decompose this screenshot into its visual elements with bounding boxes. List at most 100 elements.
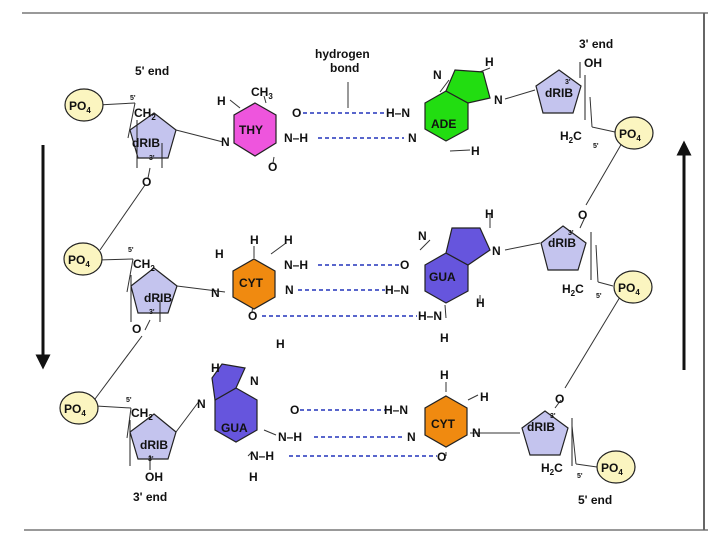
svg-text:H–N: H–N [384, 403, 408, 417]
sugar-label: dRIB [140, 438, 168, 452]
base-label-ade: ADE [431, 117, 456, 131]
base-label-cyt: CYT [239, 276, 264, 290]
svg-text:H: H [471, 144, 480, 158]
svg-text:N: N [408, 131, 417, 145]
svg-text:H: H [440, 331, 449, 345]
bond-label: bond [330, 61, 359, 75]
hydrogen-bonds [262, 112, 437, 457]
phosphate-3: PO4 [59, 391, 99, 425]
svg-text:PO4: PO4 [64, 402, 86, 418]
sugar-6: dRIB 3' [521, 410, 573, 466]
hydrogen-bond-label: hydrogen bond [315, 47, 370, 75]
sugar-2: dRIB 3' [130, 267, 178, 322]
sugar-3prime-label: 3' [149, 309, 155, 316]
svg-text:H–N: H–N [418, 309, 442, 323]
sugar-4: dRIB 3' [535, 62, 586, 120]
base-cytosine-1: CYT [232, 258, 276, 310]
svg-text:CH2: CH2 [131, 406, 153, 422]
svg-text:PO4: PO4 [69, 99, 91, 115]
svg-text:O: O [400, 258, 409, 272]
base-guanine-2: GUA [211, 363, 258, 443]
sugar-3prime-label: 3' [148, 456, 154, 463]
svg-text:N: N [472, 426, 481, 440]
frame [22, 12, 708, 531]
svg-text:H: H [480, 390, 489, 404]
sugar-phosphate-backbone [94, 96, 623, 468]
svg-text:O: O [437, 450, 446, 464]
svg-text:N–H: N–H [284, 131, 308, 145]
svg-text:H–N: H–N [386, 106, 410, 120]
phosphate-4: PO4 [614, 116, 654, 150]
sugar-3prime-label: 3' [149, 155, 155, 162]
svg-text:H: H [476, 296, 485, 310]
svg-text:N: N [285, 283, 294, 297]
svg-text:5': 5' [593, 143, 599, 150]
svg-text:H: H [284, 233, 293, 247]
svg-text:5': 5' [128, 247, 134, 254]
svg-text:O: O [268, 160, 277, 174]
svg-text:5': 5' [130, 95, 136, 102]
svg-text:N–H: N–H [284, 258, 308, 272]
svg-text:H: H [276, 337, 285, 351]
sugar-label: dRIB [548, 236, 576, 250]
svg-text:CH3: CH3 [251, 85, 273, 101]
sugar-1: dRIB 3' [129, 112, 177, 168]
deoxyribose-sugars: dRIB 3' dRIB 3' dRIB 3' dRIB 3' dRI [129, 62, 592, 470]
svg-text:N: N [492, 244, 501, 258]
svg-text:H2C: H2C [560, 129, 582, 145]
svg-text:H: H [485, 207, 494, 221]
base-label-cyt: CYT [431, 417, 456, 431]
svg-text:N–H: N–H [278, 430, 302, 444]
five-prime-end-label-top-left: 5' end [135, 64, 169, 78]
sugar-label: dRIB [144, 291, 172, 305]
svg-text:PO4: PO4 [618, 281, 640, 297]
svg-text:PO4: PO4 [68, 253, 90, 269]
base-cytosine-2: CYT [424, 395, 468, 448]
svg-text:H: H [217, 94, 226, 108]
svg-text:N: N [494, 93, 503, 107]
svg-text:O: O [578, 208, 587, 222]
phosphate-1: PO4 [64, 88, 104, 122]
svg-text:N–H: N–H [250, 449, 274, 463]
svg-text:O: O [132, 322, 141, 336]
end-labels: 5' end 3' end 3' end 5' end [133, 37, 613, 507]
svg-text:CH2: CH2 [134, 106, 156, 122]
svg-text:5': 5' [577, 473, 583, 480]
phosphate-2: PO4 [63, 242, 103, 276]
svg-text:CH2: CH2 [133, 257, 155, 273]
sugar-3prime-label: 3' [568, 230, 574, 237]
svg-text:N: N [433, 68, 442, 82]
atom-labels: O O O O OH OH H CH3 O N N–H O H–N N H N … [132, 55, 602, 484]
svg-text:PO4: PO4 [601, 461, 623, 477]
phosphate-6: PO4 [596, 450, 636, 484]
svg-text:O: O [292, 106, 301, 120]
glycosidic-bonds [175, 89, 541, 434]
three-prime-end-label-bottom-left: 3' end [133, 490, 167, 504]
sugar-label: dRIB [132, 136, 160, 150]
svg-text:PO4: PO4 [619, 127, 641, 143]
svg-text:N: N [250, 374, 259, 388]
sugar-3prime-label: 3' [550, 413, 556, 420]
svg-text:N: N [197, 397, 206, 411]
svg-text:O: O [290, 403, 299, 417]
svg-text:N: N [221, 135, 230, 149]
svg-text:H–N: H–N [385, 283, 409, 297]
svg-text:N: N [407, 430, 416, 444]
svg-text:N: N [418, 229, 427, 243]
svg-text:H: H [250, 233, 259, 247]
phosphate-5: PO4 [613, 270, 653, 304]
base-guanine-1: GUA [424, 227, 491, 304]
sugar-3: dRIB 3' [129, 413, 177, 470]
hydrogen-label: hydrogen [315, 47, 370, 61]
svg-text:O: O [142, 175, 151, 189]
base-thymine: THY [233, 102, 277, 157]
sugar-label: dRIB [545, 86, 573, 100]
svg-text:H: H [215, 247, 224, 261]
three-prime-end-label-top-right: 3' end [579, 37, 613, 51]
svg-text:OH: OH [145, 470, 163, 484]
phosphate-groups: PO4 PO4 PO4 PO4 PO4 PO4 [59, 88, 654, 484]
svg-text:H: H [440, 368, 449, 382]
svg-text:H: H [211, 361, 220, 375]
methylene-labels: CH2 5' CH2 5' CH2 5' H2C 5' H2C 5' H2C 5… [126, 95, 602, 480]
